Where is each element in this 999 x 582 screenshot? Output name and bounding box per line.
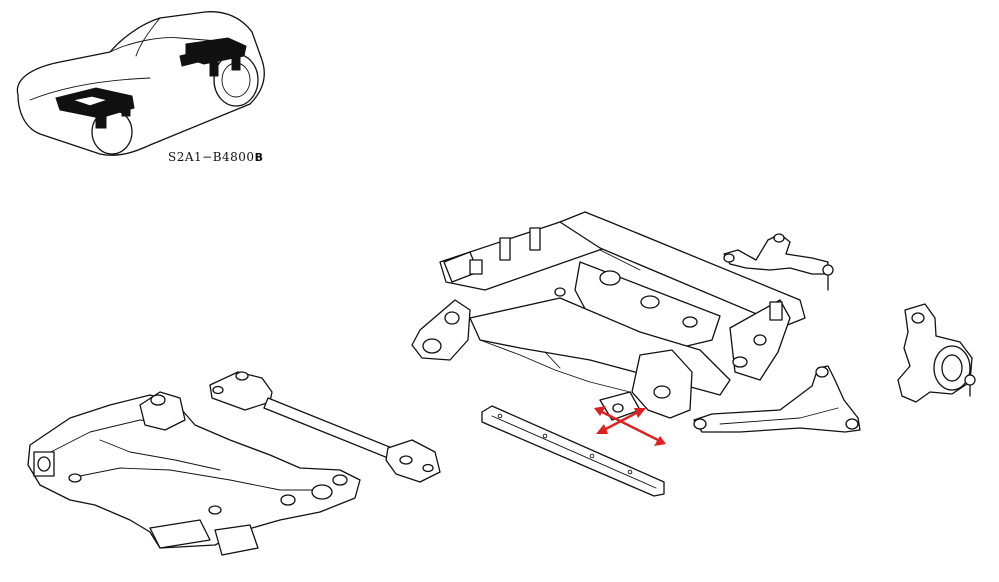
lower-control-arm [693, 365, 861, 433]
part-code-label: S2A1−B4800B [168, 150, 263, 164]
car-location-thumbnail [16, 11, 265, 156]
adjustment-arrows [594, 406, 666, 446]
front-subframe [27, 391, 361, 556]
part-code: S2A1−B4800 [168, 150, 255, 164]
rear-subframe-location [179, 37, 247, 77]
front-subframe-location [55, 87, 135, 129]
stiffener-bar [481, 405, 665, 497]
upper-control-arm [723, 233, 834, 291]
part-code-suffix: B [254, 151, 264, 164]
steering-knuckle [897, 303, 976, 403]
rear-subframe [411, 211, 806, 421]
cross-brace-rod [209, 371, 441, 483]
